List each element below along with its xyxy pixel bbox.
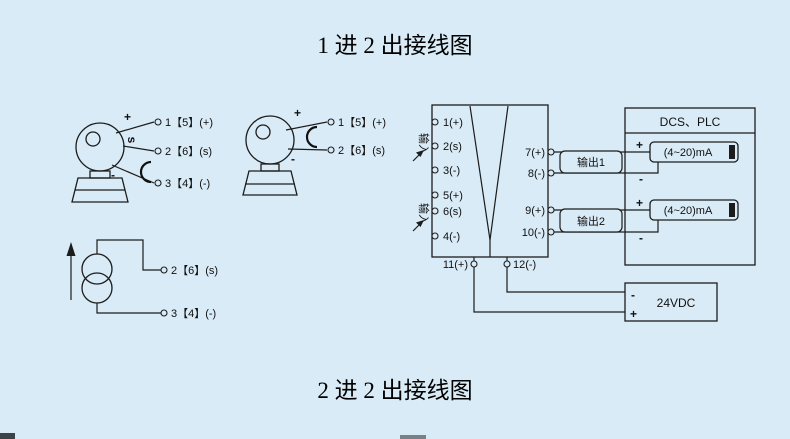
terminal-dot — [547, 228, 555, 236]
scan-artifact — [400, 435, 426, 439]
polarity-minus-label: - — [291, 152, 295, 166]
terminal-dot — [503, 260, 511, 268]
terminal-dot — [431, 191, 439, 199]
wire — [115, 121, 155, 134]
terminal-label: 12(-) — [513, 259, 536, 271]
terminal-dot — [431, 118, 439, 126]
terminal-dot — [431, 207, 439, 215]
power-label: 24VDC — [657, 296, 696, 310]
power-outline — [624, 282, 718, 322]
terminal-label: 2【6】(s) — [338, 144, 385, 157]
wire — [122, 145, 155, 152]
wire — [96, 239, 161, 271]
terminal-label: 1【5】(+) — [165, 116, 213, 129]
transmitter-base — [71, 177, 129, 203]
polarity-plus-label: + — [636, 196, 643, 210]
terminal-label: 10(-) — [522, 227, 545, 239]
input-label: 输入 — [417, 203, 431, 225]
diagram-title-bottom: 2 进 2 出接线图 — [317, 378, 472, 403]
terminal-label: 6(s) — [443, 206, 462, 218]
terminal-dot — [154, 118, 162, 126]
terminal-dot — [154, 179, 162, 187]
terminal-label: 1【5】(+) — [338, 116, 386, 129]
terminal-label: 3(-) — [443, 165, 460, 177]
scan-artifact — [0, 433, 15, 439]
polarity-plus-label: + — [630, 307, 637, 321]
ma-meter-label: (4~20)mA — [664, 147, 713, 159]
polarity-minus-label: - — [631, 288, 635, 302]
terminal-dot — [160, 266, 168, 274]
output-label: 输出2 — [577, 214, 605, 228]
transmitter-2: + - 1【5】(+) 2【6】(s) — [242, 106, 386, 196]
terminal-dot — [431, 142, 439, 150]
wire — [506, 267, 625, 293]
transmitter-1: + s - 1【5】(+) 2【6】(s) 3【4】(-) — [71, 110, 213, 203]
wire — [287, 148, 328, 151]
terminal-label: 3【4】(-) — [165, 177, 210, 190]
terminal-dot — [547, 206, 555, 214]
terminal-dot — [327, 118, 335, 126]
terminal-dot — [547, 148, 555, 156]
terminal-label: 1(+) — [443, 117, 463, 129]
isolation-divider — [469, 105, 491, 241]
dcs-outline — [624, 107, 756, 266]
signal-s-label: s — [125, 137, 139, 144]
input-arrow-head — [416, 220, 424, 227]
polarity-plus-label: + — [636, 138, 643, 152]
wire — [473, 267, 625, 313]
dcs-title: DCS、PLC — [660, 115, 721, 129]
meter-tip-icon — [729, 145, 735, 159]
transmitter-base — [242, 170, 298, 196]
meter-tip-icon — [729, 203, 735, 217]
terminal-label: 5(+) — [443, 190, 463, 202]
terminal-dot — [327, 146, 335, 154]
wire — [96, 303, 161, 314]
input-arrow-head — [416, 150, 424, 157]
terminal-label: 2【6】(s) — [171, 264, 218, 277]
polarity-plus-label: + — [124, 110, 131, 124]
terminal-label: 3【4】(-) — [171, 307, 216, 320]
terminal-label: 4(-) — [443, 231, 460, 243]
polarity-minus-label: - — [639, 172, 643, 186]
output-2-tag — [559, 208, 623, 233]
ma-meter-label: (4~20)mA — [664, 205, 713, 217]
terminal-dot — [470, 260, 478, 268]
arrow-up-icon — [66, 242, 76, 256]
terminal-label: 2(s) — [443, 141, 462, 153]
terminal-dot — [154, 147, 162, 155]
terminal-label: 2【6】(s) — [165, 145, 212, 158]
terminal-label: 7(+) — [525, 147, 545, 159]
loop-arc-icon — [139, 160, 152, 184]
terminal-dot — [431, 232, 439, 240]
terminal-dot — [547, 169, 555, 177]
polarity-minus-label: - — [639, 231, 643, 245]
terminal-dot — [160, 309, 168, 317]
terminal-label: 9(+) — [525, 205, 545, 217]
diagram-title-top: 1 进 2 出接线图 — [317, 33, 472, 58]
isolator-block: 输入 输入 1(+) 2(s) 3(-) 5(+) 6(s) 4(-) 7(+)… — [412, 104, 555, 271]
terminal-label: 8(-) — [528, 168, 545, 180]
ma-meter-2 — [649, 199, 739, 221]
ma-meter-1 — [649, 141, 739, 163]
loop-arc-icon — [305, 125, 318, 149]
transmitter-port-icon — [85, 131, 101, 147]
wire — [285, 121, 328, 131]
input-label: 输入 — [417, 133, 431, 155]
power-supply: - + 24VDC — [473, 267, 718, 322]
transmitter-port-icon — [255, 124, 271, 140]
terminal-label: 11(+) — [443, 259, 468, 271]
isolation-divider — [489, 105, 509, 241]
polarity-plus-label: + — [294, 106, 301, 120]
dcs-plc-box: DCS、PLC (4~20)mA + - (4~20)mA + - — [624, 107, 756, 266]
output-1-tag — [559, 150, 623, 174]
output-label: 输出1 — [577, 155, 605, 169]
terminal-dot — [431, 166, 439, 174]
current-source: 2【6】(s) 3【4】(-) — [66, 239, 218, 320]
polarity-minus-label: - — [111, 168, 115, 182]
output-wiring: 输出1 输出2 — [554, 150, 659, 233]
